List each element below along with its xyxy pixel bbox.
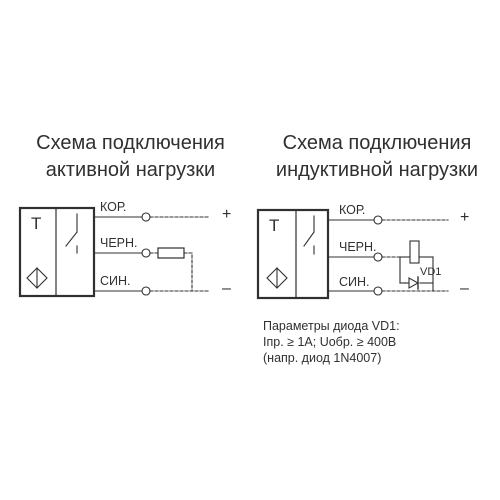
left-terminal-black (141, 248, 151, 258)
right-label-black: ЧЕРН. (339, 240, 377, 254)
left-terminal-brown (141, 212, 151, 222)
right-diode-icon (403, 276, 420, 290)
left-title-line1: Схема подключения (36, 132, 225, 154)
left-label-blue: СИН. (100, 274, 131, 288)
left-box-letter: Т (31, 214, 42, 233)
diode-parameters: Параметры диода VD1: Iпр. ≥ 1А; Uобр. ≥ … (263, 318, 400, 366)
left-label-brown: КОР. (100, 200, 127, 214)
left-switch-contact-icon (65, 213, 78, 254)
right-title: Схема подключения индуктивной нагрузки (262, 130, 492, 184)
right-title-line2: индуктивной нагрузки (275, 159, 479, 181)
right-plus-sign: + (460, 209, 470, 226)
left-title-line2: активной нагрузки (45, 159, 216, 181)
right-inductive-load (399, 240, 434, 292)
right-label-blue: СИН. (339, 275, 370, 289)
diode-params-line1: Параметры диода VD1: (263, 319, 400, 333)
right-switch-contact-icon (303, 215, 315, 255)
right-box-letter: Т (269, 216, 280, 235)
left-label-black: ЧЕРН. (100, 236, 138, 250)
right-terminal-brown (373, 215, 383, 225)
right-minus-sign: – (460, 280, 469, 297)
right-label-brown: КОР. (339, 203, 366, 217)
right-sensor-box (256, 208, 330, 300)
left-plus-sign: + (222, 206, 232, 223)
diode-params-line2: Iпр. ≥ 1А; Uобр. ≥ 400В (263, 335, 397, 349)
left-sensor-box (18, 206, 96, 298)
left-load-return (183, 252, 193, 292)
diode-params-line3: (напр. диод 1N4007) (263, 351, 382, 365)
right-terminal-black (373, 252, 383, 262)
left-terminal-blue (141, 286, 151, 296)
right-diode-label: VD1 (420, 266, 442, 278)
left-sensor-diamond-icon (26, 267, 48, 289)
left-load-resistor (157, 247, 185, 259)
left-minus-sign: – (222, 280, 231, 297)
right-sensor-diamond-icon (266, 267, 288, 289)
left-title: Схема подключения активной нагрузки (18, 130, 243, 184)
right-title-line1: Схема подключения (282, 132, 472, 154)
right-terminal-blue (373, 286, 383, 296)
